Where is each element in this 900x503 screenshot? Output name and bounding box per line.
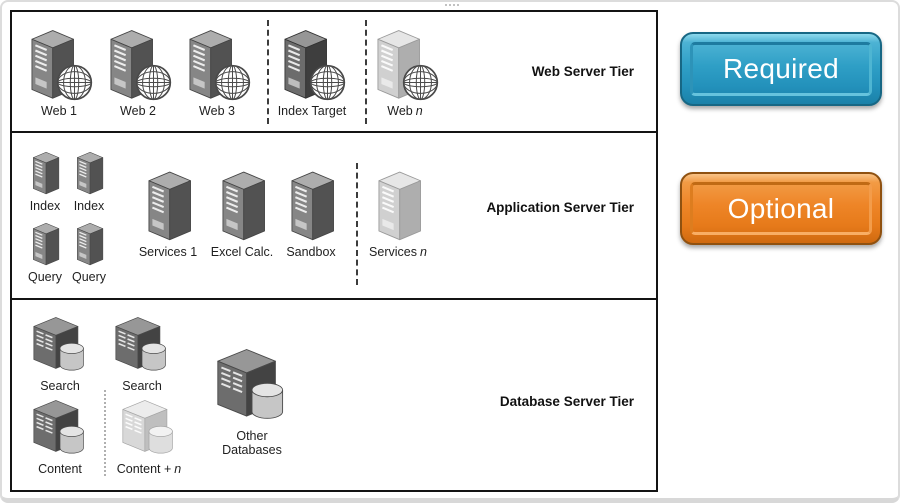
server-label: Search [122,379,162,393]
globe-icon [309,64,346,101]
server-label: Excel Calc. [210,245,274,259]
database-server-icon [33,400,84,454]
server-node-excel-calc: Excel Calc. [200,168,284,259]
server-node-content-db: Content [25,397,95,476]
server-tower-icon [77,223,103,265]
tier-label-web: Web Server Tier [531,64,634,79]
tier-divider [104,390,106,476]
server-node-query-1: Query [20,220,70,284]
server-node-web-2: Web 2 [98,27,178,118]
server-node-search-db-2: Search [107,314,177,393]
server-label: Other Databases [222,429,282,457]
server-node-web-3: Web 3 [177,27,257,118]
server-label: Query [27,270,63,284]
server-label: Index [29,199,61,213]
server-label: Content +n [116,462,182,476]
web-server-icon [104,27,172,101]
resize-grip-icon [445,4,447,6]
tier-divider [267,20,269,124]
tier-application-server: Index Index Query Query Services 1 Excel… [12,133,656,300]
tier-label-database: Database Server Tier [499,394,634,409]
web-server-icon [183,27,251,101]
web-server-icon [25,27,93,101]
server-tower-icon [378,172,421,240]
server-tower-icon [33,152,59,194]
server-node-sandbox: Sandbox [269,168,353,259]
button-inner-bevel: Required [690,42,872,96]
database-server-icon-optional [122,400,173,454]
server-label: Services 1 [138,245,198,259]
server-node-index-target: Index Target [264,27,360,118]
server-label: Sandbox [286,245,336,259]
tier-divider [365,20,367,124]
tier-divider [356,163,358,285]
server-node-services-1: Services 1 [126,168,210,259]
required-legend-button[interactable]: Required [680,32,882,106]
globe-icon [135,64,172,101]
server-node-index-2: Index [64,149,114,213]
server-label: Query [71,270,107,284]
globe-icon [402,64,439,101]
server-label: Content [38,462,82,476]
globe-icon [214,64,251,101]
server-label: Index Target [277,104,347,118]
globe-icon [56,64,93,101]
required-button-label: Required [722,53,840,84]
server-tower-icon [222,172,265,240]
server-tower-icon [77,152,103,194]
optional-legend-button[interactable]: Optional [680,172,882,245]
server-node-content-plus-n-db: Content +n [109,397,189,476]
server-tower-icon [291,172,334,240]
server-tower-icon [33,223,59,265]
server-label: Web 1 [41,104,77,118]
server-label: Web 3 [199,104,235,118]
server-tower-icon [148,172,191,240]
tier-label-application: Application Server Tier [486,200,634,215]
button-inner-bevel: Optional [690,182,872,235]
web-server-icon [278,27,346,101]
tier-web-server: Web 1 Web 2 Web 3 [12,12,656,133]
server-farm-diagram: Web 1 Web 2 Web 3 [10,10,658,492]
server-label: Web 2 [120,104,156,118]
server-node-index-1: Index [20,149,70,213]
database-server-icon [217,349,283,419]
server-label: Search [40,379,80,393]
web-server-icon-optional [371,27,439,101]
optional-button-label: Optional [727,192,835,224]
server-node-search-db-1: Search [25,314,95,393]
database-server-icon [115,317,166,371]
server-label: Index [73,199,105,213]
database-server-icon [33,317,84,371]
server-node-web-1: Web 1 [19,27,99,118]
server-node-query-2: Query [64,220,114,284]
server-node-other-databases: Other Databases [202,345,302,457]
tier-database-server: Search Search Content Content +n Other D… [12,300,656,488]
